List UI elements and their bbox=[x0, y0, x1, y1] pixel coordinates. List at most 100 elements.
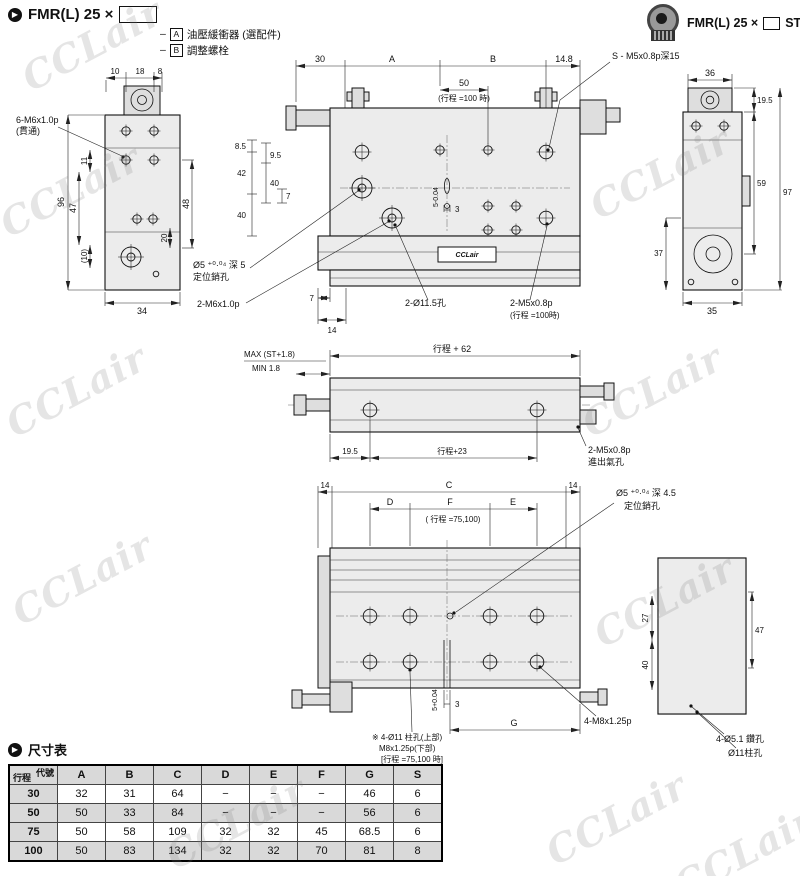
dim-label: 97 bbox=[783, 188, 792, 197]
dim-label: 14 bbox=[321, 481, 330, 490]
table-cell: − bbox=[297, 803, 346, 823]
table-corner-cell: 代號 行程 bbox=[8, 764, 58, 785]
table-cell: − bbox=[201, 803, 250, 823]
table-cell: 33 bbox=[105, 803, 154, 823]
dim-label: 19.5 bbox=[342, 447, 358, 456]
dim-label: 10 bbox=[111, 67, 120, 76]
pin-hole-callout: Ø5 ⁺⁰·⁰⁴ 深 5 bbox=[193, 260, 245, 270]
dim-label: 47 bbox=[68, 203, 78, 213]
table-cell: 68.5 bbox=[345, 822, 394, 842]
front-view bbox=[288, 377, 615, 433]
model-size-box bbox=[119, 6, 158, 23]
dim-label: A bbox=[389, 54, 395, 64]
thread-callout-note: (貫通) bbox=[16, 126, 40, 136]
dim-label: 50 bbox=[459, 78, 469, 88]
table-cell: 81 bbox=[345, 841, 394, 862]
dim-label: 96 bbox=[56, 197, 66, 207]
dim-label: 40 bbox=[237, 211, 246, 220]
slot-tolerance: 5+0.04 bbox=[432, 689, 439, 711]
dim-label: 7 bbox=[286, 192, 291, 201]
legend: – A 油壓緩衝器 (選配件) – B 調整螺栓 bbox=[160, 26, 281, 58]
dimension-table-section: ▶ 尺寸表 代號 行程 A B C D E F G S 30 32 31 bbox=[8, 740, 443, 862]
section-bullet-icon: ▶ bbox=[8, 7, 22, 22]
dim-label: 34 bbox=[137, 306, 147, 316]
dim-label: 37 bbox=[654, 249, 663, 258]
dim-label: 42 bbox=[237, 169, 246, 178]
thread-callout: 6-M6x1.0p bbox=[16, 115, 59, 125]
col-header: C bbox=[153, 764, 202, 785]
stroke-header: 100 bbox=[8, 841, 58, 862]
table-cell: − bbox=[249, 803, 298, 823]
table-cell: 32 bbox=[249, 841, 298, 862]
right-side-view bbox=[682, 87, 751, 291]
table-row: 30 32 31 64 − − − 46 6 bbox=[8, 784, 443, 804]
bottom-view-dimensions: 14 C 14 D F E ( 行程 =75,100) Ø5 ⁺⁰·⁰⁴ 深 4… bbox=[317, 480, 676, 764]
pin-hole-callout-note: 定位銷孔 bbox=[624, 500, 660, 511]
table-cell: 8 bbox=[393, 841, 443, 862]
dim-label: 8 bbox=[158, 67, 163, 76]
dimension-table: 代號 行程 A B C D E F G S 30 32 31 64 − − − bbox=[8, 764, 443, 862]
col-header: D bbox=[201, 764, 250, 785]
table-cell: 32 bbox=[57, 784, 106, 804]
corner-bottom-label: 行程 bbox=[13, 773, 32, 783]
table-cell: 32 bbox=[249, 822, 298, 842]
dim-label: 11 bbox=[80, 156, 89, 165]
col-header: G bbox=[345, 764, 394, 785]
table-cell: 6 bbox=[393, 803, 443, 823]
table-cell: − bbox=[249, 784, 298, 804]
shock-absorber-icon bbox=[644, 4, 682, 42]
table-title-row: ▶ 尺寸表 bbox=[8, 740, 443, 759]
table-cell: 50 bbox=[57, 841, 106, 862]
drill-callout: 4-Ø5.1 鑽孔 bbox=[716, 733, 764, 744]
dim-label: 36 bbox=[705, 68, 715, 78]
pin-hole-callout-note: 定位銷孔 bbox=[193, 271, 229, 282]
brand-sticker: CCLair bbox=[456, 252, 480, 259]
right-view-dimensions: 36 19.5 59 97 37 35 bbox=[654, 68, 792, 316]
dim-label: 3 bbox=[455, 205, 460, 214]
table-cell: 56 bbox=[345, 803, 394, 823]
legend-item-a: – A 油壓緩衝器 (選配件) bbox=[160, 26, 281, 42]
s-thread-callout: S - M5x0.8p深15 bbox=[612, 51, 680, 61]
dim-label: 18 bbox=[136, 67, 145, 76]
dim-label: 20 bbox=[160, 233, 169, 242]
table-cell: 64 bbox=[153, 784, 202, 804]
col-header: S bbox=[393, 764, 443, 785]
col-header: E bbox=[249, 764, 298, 785]
dim-label: 47 bbox=[755, 626, 764, 635]
port-callout: 2-M5x0.8p bbox=[588, 445, 631, 455]
max-extension-label: MAX (ST+1.8) bbox=[244, 350, 295, 359]
through-hole-callout: 2-Ø11.5孔 bbox=[405, 298, 446, 308]
table-row: 100 50 83 134 32 32 70 81 8 bbox=[8, 841, 443, 862]
table-row: 50 50 33 84 − − − 56 6 bbox=[8, 803, 443, 823]
dim-note: (行程 =100 時) bbox=[438, 93, 490, 103]
dim-label: F bbox=[447, 497, 453, 507]
table-cell: 83 bbox=[105, 841, 154, 862]
table-title: 尺寸表 bbox=[28, 743, 68, 758]
table-cell: − bbox=[201, 784, 250, 804]
front-view-dimensions: MAX (ST+1.8) MIN 1.8 行程 + 62 19.5 行程+23 … bbox=[244, 343, 631, 467]
counterbore-note3: [行程 =75,100 時] bbox=[381, 754, 443, 764]
dim-label: 27 bbox=[641, 613, 650, 622]
dim-label: 40 bbox=[641, 660, 650, 669]
dim-note: ( 行程 =75,100) bbox=[426, 514, 481, 524]
table-cell: 70 bbox=[297, 841, 346, 862]
dim-label: 3 bbox=[455, 700, 460, 709]
slot-tolerance: 5-0.04 bbox=[433, 187, 440, 207]
col-header: F bbox=[297, 764, 346, 785]
dim-label: 9.5 bbox=[270, 151, 282, 160]
dim-label: 14.8 bbox=[555, 54, 573, 64]
legend-key-a: A bbox=[169, 27, 183, 41]
dim-label: 40 bbox=[270, 179, 279, 188]
counterbore-note: ※ 4-Ø11 柱孔(上部) bbox=[372, 732, 442, 742]
stroke-header: 50 bbox=[8, 803, 58, 823]
table-cell: 6 bbox=[393, 784, 443, 804]
legend-text-b: 調整螺栓 bbox=[186, 44, 229, 57]
top-view-dimensions: 30 A B 14.8 50 (行程 =100 時) S - M5x0.8p深1… bbox=[193, 51, 680, 335]
section-view-dimensions: 27 40 47 4-Ø5.1 鑽孔 Ø11柱孔 bbox=[641, 591, 764, 758]
left-view-dimensions: 10 18 8 96 11 47 (10) 48 20 34 6-M6x1.0p… bbox=[16, 67, 195, 316]
table-cell: − bbox=[297, 784, 346, 804]
m8-callout: 4-M8x1.25p bbox=[584, 716, 632, 726]
variant-suffix: ST bbox=[785, 16, 800, 30]
col-header: B bbox=[105, 764, 154, 785]
